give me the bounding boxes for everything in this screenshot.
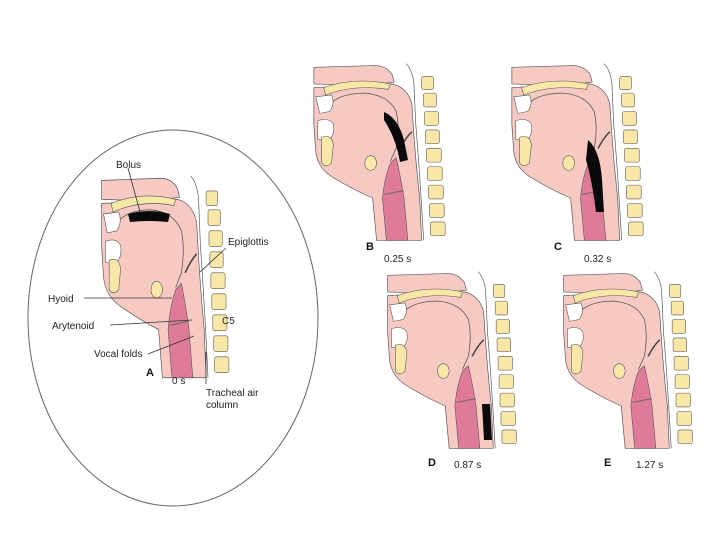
panel-b: B 0.25 s bbox=[314, 64, 445, 265]
epiglottis-label: Epiglottis bbox=[228, 237, 269, 248]
bolus-label: Bolus bbox=[116, 160, 141, 171]
panel-e-letter: E bbox=[604, 457, 611, 469]
c5-vertebra-label: C5 bbox=[222, 316, 235, 327]
panel-b-time: 0.25 s bbox=[384, 254, 411, 265]
hyoid-label: Hyoid bbox=[48, 294, 74, 305]
panel-c-anatomy bbox=[512, 64, 643, 241]
panel-b-anatomy bbox=[314, 64, 445, 241]
panel-e-anatomy bbox=[564, 272, 693, 449]
panel-a: Bolus Epiglottis Hyoid Arytenoid Vocal f… bbox=[28, 130, 318, 506]
panel-a-bolus bbox=[128, 211, 170, 222]
tracheal-air-label-line2: column bbox=[206, 400, 238, 411]
panel-c-time: 0.32 s bbox=[584, 254, 611, 265]
panel-d-time: 0.87 s bbox=[454, 460, 481, 471]
panel-d-letter: D bbox=[428, 457, 436, 469]
panel-e: E 1.27 s bbox=[564, 272, 693, 471]
panel-a-letter: A bbox=[146, 367, 154, 379]
panel-d-anatomy bbox=[388, 272, 517, 449]
panel-c-letter: C bbox=[554, 241, 562, 253]
panel-d: D 0.87 s bbox=[388, 272, 517, 471]
panel-a-time: 0 s bbox=[172, 376, 185, 387]
panel-b-letter: B bbox=[366, 241, 374, 253]
panel-e-time: 1.27 s bbox=[636, 460, 663, 471]
arytenoid-label: Arytenoid bbox=[52, 321, 94, 332]
vocal-folds-label: Vocal folds bbox=[94, 349, 142, 360]
tracheal-air-label: Tracheal air bbox=[206, 388, 259, 399]
panel-c: C 0.32 s bbox=[512, 64, 643, 265]
